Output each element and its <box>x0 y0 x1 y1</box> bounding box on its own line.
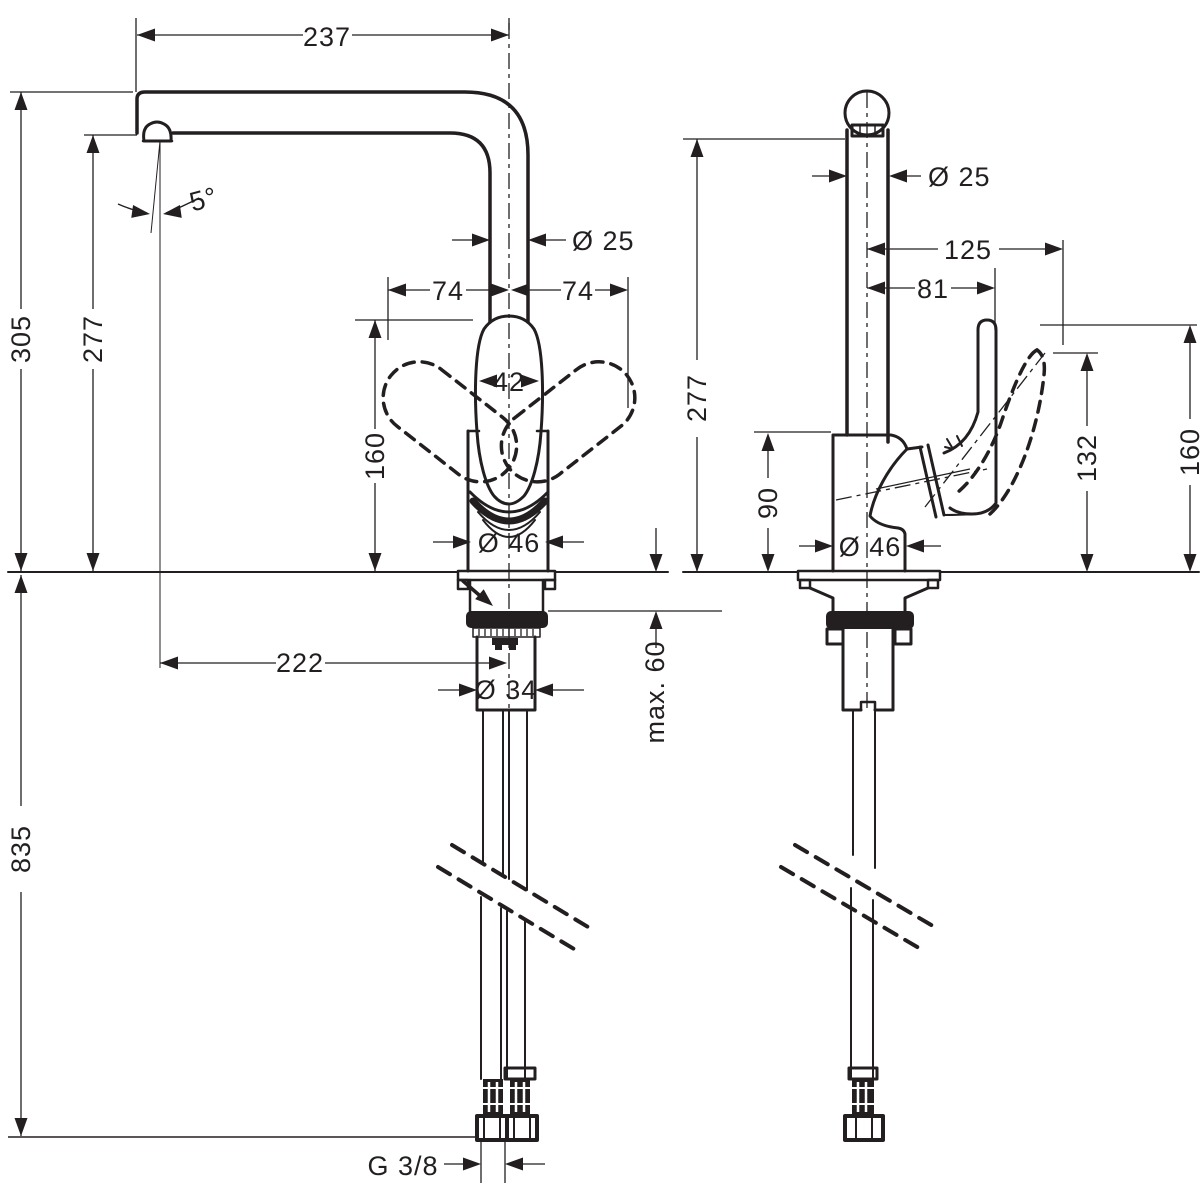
dim-height-outlet: 277 <box>78 315 108 363</box>
dim-thread: G 3/8 <box>367 1151 438 1181</box>
dim-height-total: 305 <box>6 315 36 363</box>
dim-hose-length: 835 <box>6 825 36 873</box>
dim-handle-height: 160 <box>360 432 390 480</box>
side-mounting-hardware <box>796 569 942 712</box>
hose-nut <box>475 1114 509 1142</box>
side-dimension-labels: 277 Ø 25 125 81 90 Ø 46 132 160 <box>682 162 1200 562</box>
dim-deck-max: max. 60 <box>640 640 670 743</box>
dim-lever-height-open: 132 <box>1072 434 1102 482</box>
hose-nut <box>505 1114 539 1142</box>
handle-front <box>474 314 544 506</box>
break-lines-side <box>779 843 940 953</box>
dim-lever-reach-open: 125 <box>944 235 992 265</box>
dim-pipe-dia-side: Ø 25 <box>928 162 991 192</box>
dim-angle: 5° <box>186 181 221 217</box>
lever-marking <box>944 435 963 450</box>
faucet-body-side <box>831 318 998 573</box>
hose-nut-side <box>843 1114 885 1142</box>
threaded-shank <box>475 635 537 712</box>
spout-outline <box>135 90 530 324</box>
dim-lever-reach: 81 <box>917 274 949 304</box>
lever-raised-dashed <box>924 348 1047 516</box>
supply-hose-side <box>779 709 940 1142</box>
base-gasket <box>466 611 548 628</box>
dim-body-dia: Ø 46 <box>478 528 541 558</box>
dim-reach-top: 237 <box>303 22 351 52</box>
dim-pipe-dia: Ø 25 <box>572 226 635 256</box>
dim-lever-height: 160 <box>1175 428 1200 476</box>
base-gasket-side <box>826 611 914 629</box>
dim-reach-outlet: 222 <box>276 648 324 678</box>
mounting-nut-tab <box>825 627 845 646</box>
front-arrowheads <box>14 28 663 1171</box>
dim-swing-right: 74 <box>562 276 594 306</box>
dim-shank-dia: Ø 34 <box>475 675 538 705</box>
mounting-nut-tab <box>893 627 913 646</box>
front-view: 237 5° 305 277 Ø 25 74 74 42 160 Ø 46 ma… <box>6 18 722 1183</box>
front-dimension-labels: 237 5° 305 277 Ø 25 74 74 42 160 Ø 46 ma… <box>6 22 670 1181</box>
aerator-nozzle <box>142 120 173 143</box>
dim-height-outlet-side: 277 <box>682 374 712 422</box>
cartridge-axis <box>835 468 988 501</box>
dim-handle-width: 42 <box>493 367 525 397</box>
fixing-arrow <box>461 579 488 603</box>
side-view: 277 Ø 25 125 81 90 Ø 46 132 160 <box>682 89 1200 1142</box>
dim-body-dia-side: Ø 46 <box>839 532 902 562</box>
front-mounting-hardware <box>456 569 557 712</box>
front-dimension-lines <box>8 18 722 1183</box>
dim-swing-left: 74 <box>432 276 464 306</box>
dim-body-height: 90 <box>753 487 783 519</box>
hose-clip <box>492 638 518 645</box>
break-lines <box>436 843 590 951</box>
supply-hoses-front <box>436 709 590 1142</box>
lever-side <box>942 318 998 516</box>
